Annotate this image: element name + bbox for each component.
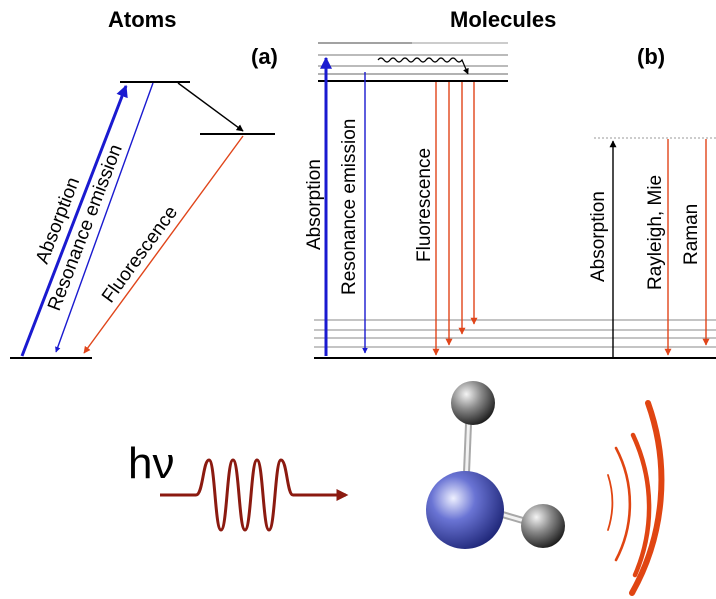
molecules-panel-tag: (b) xyxy=(637,44,665,69)
atom-relaxation-arrow xyxy=(177,82,244,132)
atom-resonance-arrow xyxy=(55,82,154,353)
molecule-upper-levels xyxy=(318,42,508,82)
atoms-title: Atoms xyxy=(108,7,176,32)
hydrogen-atom-right-icon xyxy=(521,504,565,548)
molecule-ground-levels xyxy=(314,319,716,359)
scatter-absorption-label: Absorption xyxy=(588,191,609,282)
atoms-panel: Atoms (a) Absorption Resonance emission … xyxy=(10,7,278,359)
molecule-fluorescence-arrows xyxy=(432,82,478,356)
vibrational-relaxation-arrow xyxy=(377,57,469,75)
molecules-title: Molecules xyxy=(450,7,556,32)
photon-wave-icon xyxy=(160,458,349,532)
atoms-panel-tag: (a) xyxy=(251,44,278,69)
photon-energy-label: hν xyxy=(128,439,174,488)
atom-fluorescence-arrow xyxy=(83,135,244,354)
hydrogen-atom-top-icon xyxy=(451,381,495,425)
atom-fluorescence-label: Fluorescence xyxy=(98,202,182,307)
molecule-fluorescence-label: Fluorescence xyxy=(414,148,435,262)
scattered-waves-icon xyxy=(607,400,665,596)
central-atom-icon xyxy=(426,471,504,549)
molecule-icon xyxy=(426,381,565,549)
molecules-panel: Molecules (b) xyxy=(304,7,716,359)
raman-label: Raman xyxy=(681,204,702,265)
atom-absorption-arrow xyxy=(20,84,128,357)
molecule-absorption-label: Absorption xyxy=(304,159,325,250)
molecule-resonance-label: Resonance emission xyxy=(339,119,360,295)
rayleigh-mie-label: Rayleigh, Mie xyxy=(645,175,666,290)
photon-illustration: hν xyxy=(128,439,349,532)
